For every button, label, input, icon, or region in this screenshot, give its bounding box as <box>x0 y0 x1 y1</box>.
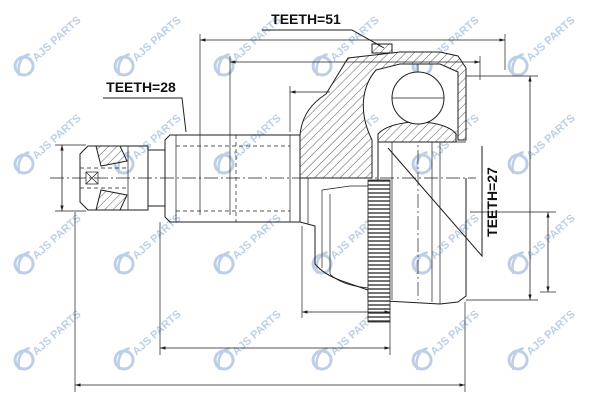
watermark: AJS PARTS <box>13 308 84 371</box>
leader-teeth-51 <box>262 29 385 49</box>
watermark-logo-icon <box>311 55 333 77</box>
watermark: AJS PARTS <box>113 14 184 77</box>
shaft-outline <box>164 134 301 223</box>
watermark-swoosh-icon <box>117 347 130 370</box>
watermark-logo-icon <box>213 253 235 275</box>
watermark: AJS PARTS <box>213 308 284 371</box>
watermark-swoosh-icon <box>217 151 230 174</box>
watermark-logo-icon <box>507 349 529 371</box>
watermark-logo-icon <box>113 55 135 77</box>
center-hole <box>85 171 99 185</box>
watermark-swoosh-icon <box>415 151 428 174</box>
watermark-text: AJS PARTS <box>524 112 577 162</box>
watermark-swoosh-icon <box>511 251 524 274</box>
watermark-text: AJS PARTS <box>524 212 577 262</box>
watermark-swoosh-icon <box>17 151 30 174</box>
leader-teeth-28 <box>103 97 187 133</box>
watermark-logo-icon <box>213 349 235 371</box>
watermark: AJS PARTS <box>507 308 578 371</box>
watermark-text: AJS PARTS <box>130 14 183 64</box>
abs-ring <box>367 179 391 323</box>
watermark-logo-icon <box>113 349 135 371</box>
watermark-logo-icon <box>507 55 529 77</box>
watermark-swoosh-icon <box>17 251 30 274</box>
label-teeth-51: TEETH=51 <box>271 11 341 27</box>
watermark: AJS PARTS <box>13 112 84 175</box>
watermark-text: AJS PARTS <box>30 112 83 162</box>
watermark: AJS PARTS <box>507 212 578 275</box>
watermark-swoosh-icon <box>217 53 230 76</box>
watermark-logo-icon <box>507 153 529 175</box>
watermark-swoosh-icon <box>511 53 524 76</box>
center-hole-cross <box>85 171 99 185</box>
watermark-swoosh-icon <box>217 251 230 274</box>
watermark: AJS PARTS <box>411 14 482 77</box>
watermark-text: AJS PARTS <box>524 14 577 64</box>
watermark-text: AJS PARTS <box>30 212 83 262</box>
label-teeth-abs: TEETH=27 <box>387 146 500 258</box>
dimensions <box>55 34 556 392</box>
thread-section-bottom <box>95 189 128 211</box>
watermark-text: AJS PARTS <box>428 212 481 262</box>
watermark-text: AJS PARTS <box>30 14 83 64</box>
watermark: AJS PARTS <box>113 112 184 175</box>
watermark-text: AJS PARTS <box>230 212 283 262</box>
leader-teeth-27 <box>387 146 483 258</box>
flange-inner-top <box>321 185 372 191</box>
watermark: AJS PARTS <box>411 308 482 371</box>
watermark-logo-icon <box>311 349 333 371</box>
watermark-logo-icon <box>113 253 135 275</box>
watermark-swoosh-icon <box>17 347 30 370</box>
watermark-logo-icon <box>507 253 529 275</box>
bell-top-notch <box>371 43 393 54</box>
watermark: AJS PARTS <box>13 14 84 77</box>
watermark-text: AJS PARTS <box>230 308 283 358</box>
watermark: AJS PARTS <box>13 212 84 275</box>
watermark-logo-icon <box>411 253 433 275</box>
bell-section-wall <box>299 51 467 179</box>
watermark-swoosh-icon <box>117 251 130 274</box>
watermark: AJS PARTS <box>507 112 578 175</box>
watermark-text: AJS PARTS <box>130 112 183 162</box>
thread-section-top <box>95 145 128 167</box>
outer-bell <box>299 43 467 305</box>
label-teeth-27: TEETH=27 <box>484 167 500 237</box>
watermark-swoosh-icon <box>117 53 130 76</box>
watermark: AJS PARTS <box>213 212 284 275</box>
watermark-text: AJS PARTS <box>230 112 283 162</box>
watermark-logo-icon <box>311 253 333 275</box>
watermark-text: AJS PARTS <box>428 308 481 358</box>
watermark-text: AJS PARTS <box>524 308 577 358</box>
inner-race-section <box>377 121 457 143</box>
watermark-logo-icon <box>13 153 35 175</box>
watermark-text: AJS PARTS <box>130 308 183 358</box>
watermark-swoosh-icon <box>17 53 30 76</box>
label-teeth-shaft: TEETH=28 <box>103 79 187 133</box>
flange-inner-bottom <box>329 273 369 289</box>
watermark: AJS PARTS <box>213 112 284 175</box>
stub-end-outline <box>79 145 149 211</box>
watermark-swoosh-icon <box>415 347 428 370</box>
watermark: AJS PARTS <box>113 308 184 371</box>
watermark-text: AJS PARTS <box>130 212 183 262</box>
watermark-swoosh-icon <box>415 251 428 274</box>
shaft-body <box>164 134 301 223</box>
label-teeth-28: TEETH=28 <box>106 79 176 95</box>
watermark: AJS PARTS <box>507 14 578 77</box>
watermark-text: AJS PARTS <box>30 308 83 358</box>
watermark: AJS PARTS <box>113 212 184 275</box>
label-teeth-outer: TEETH=51 <box>262 11 385 49</box>
watermark-logo-icon <box>411 153 433 175</box>
watermark-swoosh-icon <box>511 347 524 370</box>
watermark-logo-icon <box>13 349 35 371</box>
watermark-logo-icon <box>411 349 433 371</box>
watermark-swoosh-icon <box>315 251 328 274</box>
watermark-swoosh-icon <box>511 151 524 174</box>
watermark-logo-icon <box>13 253 35 275</box>
watermark-logo-icon <box>13 55 35 77</box>
